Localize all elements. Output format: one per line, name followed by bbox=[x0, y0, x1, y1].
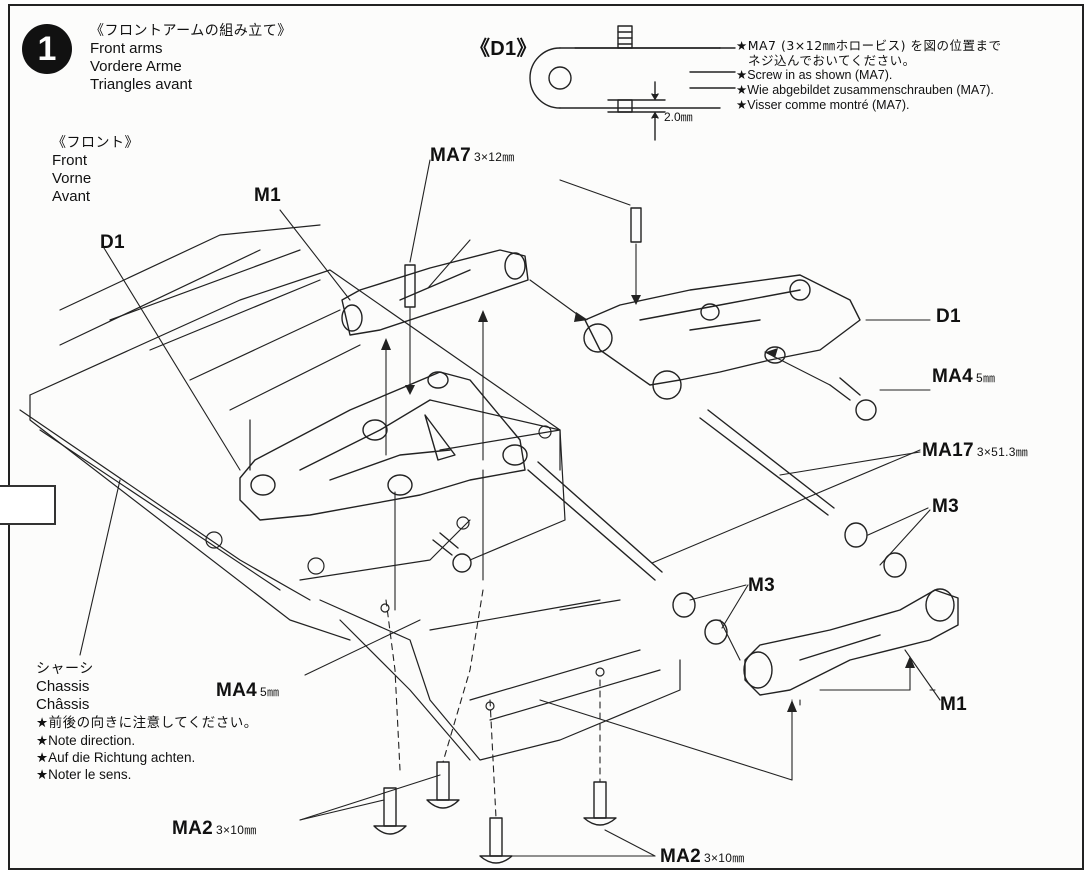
front-title-en: Front bbox=[52, 152, 88, 169]
lower-m1-drawing bbox=[743, 588, 959, 696]
front-title-fr: Avant bbox=[52, 188, 91, 205]
d1-dimension-label: 2.0㎜ bbox=[664, 110, 693, 124]
ma17-shafts bbox=[527, 409, 835, 581]
d1-note-2: ネジ込んでおいてください。 bbox=[748, 53, 916, 68]
chassis-en: Chassis bbox=[36, 678, 90, 695]
chassis-note-2: ★Note direction. bbox=[36, 733, 136, 748]
step-title-fr: Triangles avant bbox=[90, 76, 192, 93]
d1-detail-drawing bbox=[529, 25, 736, 141]
part-ma2-left-name: MA2 bbox=[172, 818, 214, 839]
part-label-m1-top: M1 bbox=[254, 185, 281, 206]
d1-note-4: ★Wie abgebildet zusammenschrauben (MA7). bbox=[736, 83, 994, 97]
chassis-jp: シャーシ bbox=[36, 661, 94, 677]
part-ma17-name: MA17 bbox=[922, 440, 974, 461]
chassis-note-1: ★前後の向きに注意してください。 bbox=[36, 715, 258, 731]
part-label-m3-mid: M3 bbox=[748, 575, 775, 596]
step-title-en: Front arms bbox=[90, 40, 163, 57]
arrow-heads bbox=[381, 295, 915, 712]
part-ma4-right-name: MA4 bbox=[932, 366, 974, 387]
front-title-de: Vorne bbox=[52, 170, 92, 187]
part-ma2-right-name: MA2 bbox=[660, 846, 702, 867]
m3-spacers bbox=[672, 522, 907, 645]
step-title-block: 《フロントアームの組み立て》 Front arms Vordere Arme T… bbox=[90, 20, 292, 94]
step-title-de: Vordere Arme bbox=[90, 58, 182, 75]
part-ma7-name: MA7 bbox=[430, 145, 472, 166]
chassis-fr: Châssis bbox=[36, 696, 90, 713]
part-label-m1-bottom: M1 bbox=[940, 694, 967, 715]
part-ma17-size: 3×51.3㎜ bbox=[976, 445, 1029, 459]
part-ma4-right-size: 5㎜ bbox=[976, 371, 996, 385]
chassis-note-4: ★Noter le sens. bbox=[36, 767, 132, 782]
part-ma2-right-size: 3×10㎜ bbox=[704, 851, 745, 865]
chassis-drawing bbox=[19, 224, 681, 761]
d1-notes: ★MA7 (3×12㎜ホロービス) を図の位置まで ネジ込んでおいてください。 … bbox=[736, 38, 1002, 113]
part-ma7-size: 3×12㎜ bbox=[474, 150, 515, 164]
d1-note-1: ★MA7 (3×12㎜ホロービス) を図の位置まで bbox=[736, 38, 1002, 53]
part-ma4-left-name: MA4 bbox=[216, 680, 258, 701]
part-label-d1-left: D1 bbox=[100, 232, 125, 253]
instruction-frame bbox=[8, 4, 1084, 870]
upper-m1-drawing bbox=[341, 249, 529, 336]
right-arm-drawing bbox=[583, 274, 861, 400]
side-tab bbox=[0, 485, 56, 525]
front-title-jp: 《フロント》 bbox=[52, 135, 139, 151]
step-title-jp: 《フロントアームの組み立て》 bbox=[90, 23, 292, 39]
part-label-m3-right: M3 bbox=[932, 496, 959, 517]
d1-inset-title: 《D1》 bbox=[470, 38, 537, 60]
part-label-d1-right: D1 bbox=[936, 306, 961, 327]
step-number-badge: 1 bbox=[22, 24, 72, 74]
part-ma2-left-size: 3×10㎜ bbox=[216, 823, 257, 837]
left-arm-drawing bbox=[239, 371, 528, 521]
chassis-note-3: ★Auf die Richtung achten. bbox=[36, 750, 196, 765]
screws bbox=[373, 207, 877, 864]
front-section-title: 《フロント》 Front Vorne Avant bbox=[52, 132, 139, 206]
d1-note-3: ★Screw in as shown (MA7). bbox=[736, 68, 893, 82]
d1-note-5: ★Visser comme montré (MA7). bbox=[736, 98, 910, 112]
chassis-note: シャーシ Chassis Châssis ★前後の向きに注意してください。 ★N… bbox=[36, 658, 258, 783]
part-ma4-left-size: 5㎜ bbox=[260, 685, 280, 699]
